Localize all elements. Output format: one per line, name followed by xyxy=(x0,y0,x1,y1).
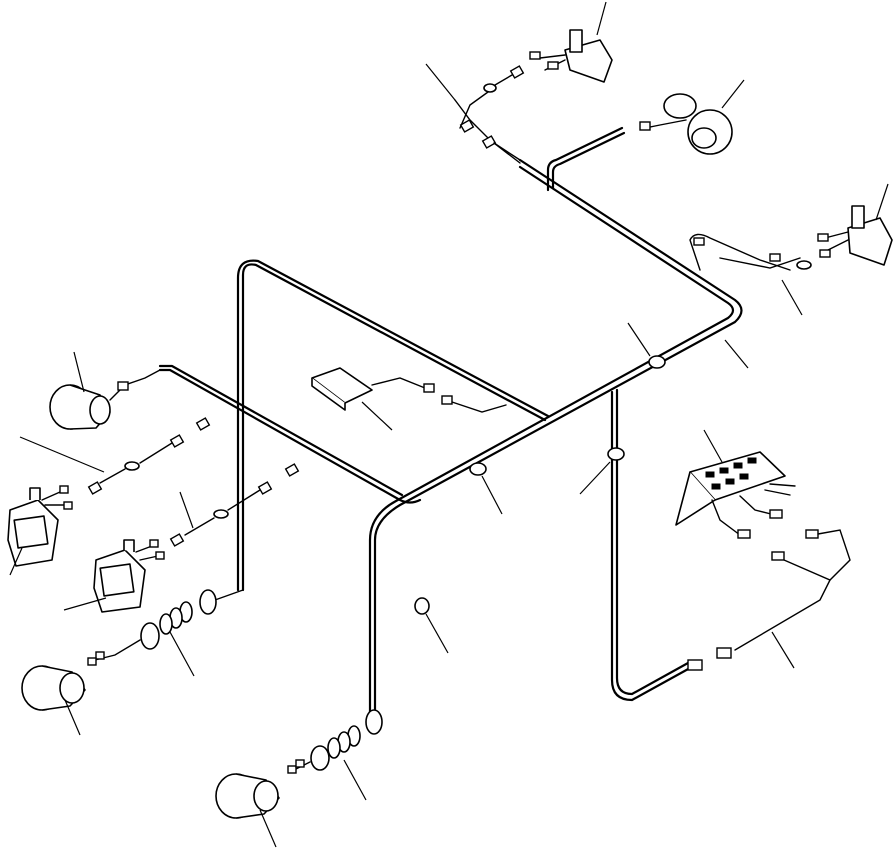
bellows-upper xyxy=(87,589,244,677)
harness-horn-branch-b xyxy=(551,131,626,190)
flasher-unit xyxy=(311,367,507,431)
bellows-lower xyxy=(287,709,383,801)
top-connectors xyxy=(459,65,525,161)
harness-right-drop-b xyxy=(615,388,690,696)
harness-left-loop xyxy=(241,263,547,592)
front-lamp-left-upper xyxy=(49,351,161,430)
grommet-small xyxy=(414,597,449,654)
harness-left-branch xyxy=(158,368,422,504)
front-lamp-left-lower xyxy=(21,665,86,736)
harness-diagonal-inner xyxy=(368,165,735,714)
grommet-3 xyxy=(607,447,625,461)
leader-grommet-3 xyxy=(579,461,611,495)
grommets xyxy=(469,355,666,476)
harness-top-left-branch xyxy=(454,99,521,164)
harness-right-drop xyxy=(610,390,692,702)
head-lamp-left xyxy=(7,485,73,576)
grommet-2 xyxy=(469,462,487,476)
front-lamp-bottom xyxy=(215,773,280,848)
rear-work-lamp-right xyxy=(693,183,893,316)
grommet-1 xyxy=(648,355,666,369)
leader-grommet-2 xyxy=(481,475,503,515)
harness-diagonal xyxy=(373,158,743,714)
horn xyxy=(639,79,745,155)
left-connector-set xyxy=(19,417,300,547)
harness-left-loop-inner xyxy=(236,259,550,592)
rear-work-lamp-right-upper xyxy=(529,1,613,83)
fuse-panel xyxy=(675,429,851,671)
leader-trunk-right xyxy=(724,339,749,369)
harness-horn-branch xyxy=(546,126,624,192)
main-harness xyxy=(158,99,791,714)
harness-right-lamp-branch xyxy=(689,233,791,271)
leader-grommet-1 xyxy=(627,322,651,357)
harness-left-branch-b xyxy=(158,364,404,497)
head-lamp-left-inner xyxy=(63,539,165,613)
leader-top-left xyxy=(425,63,456,101)
